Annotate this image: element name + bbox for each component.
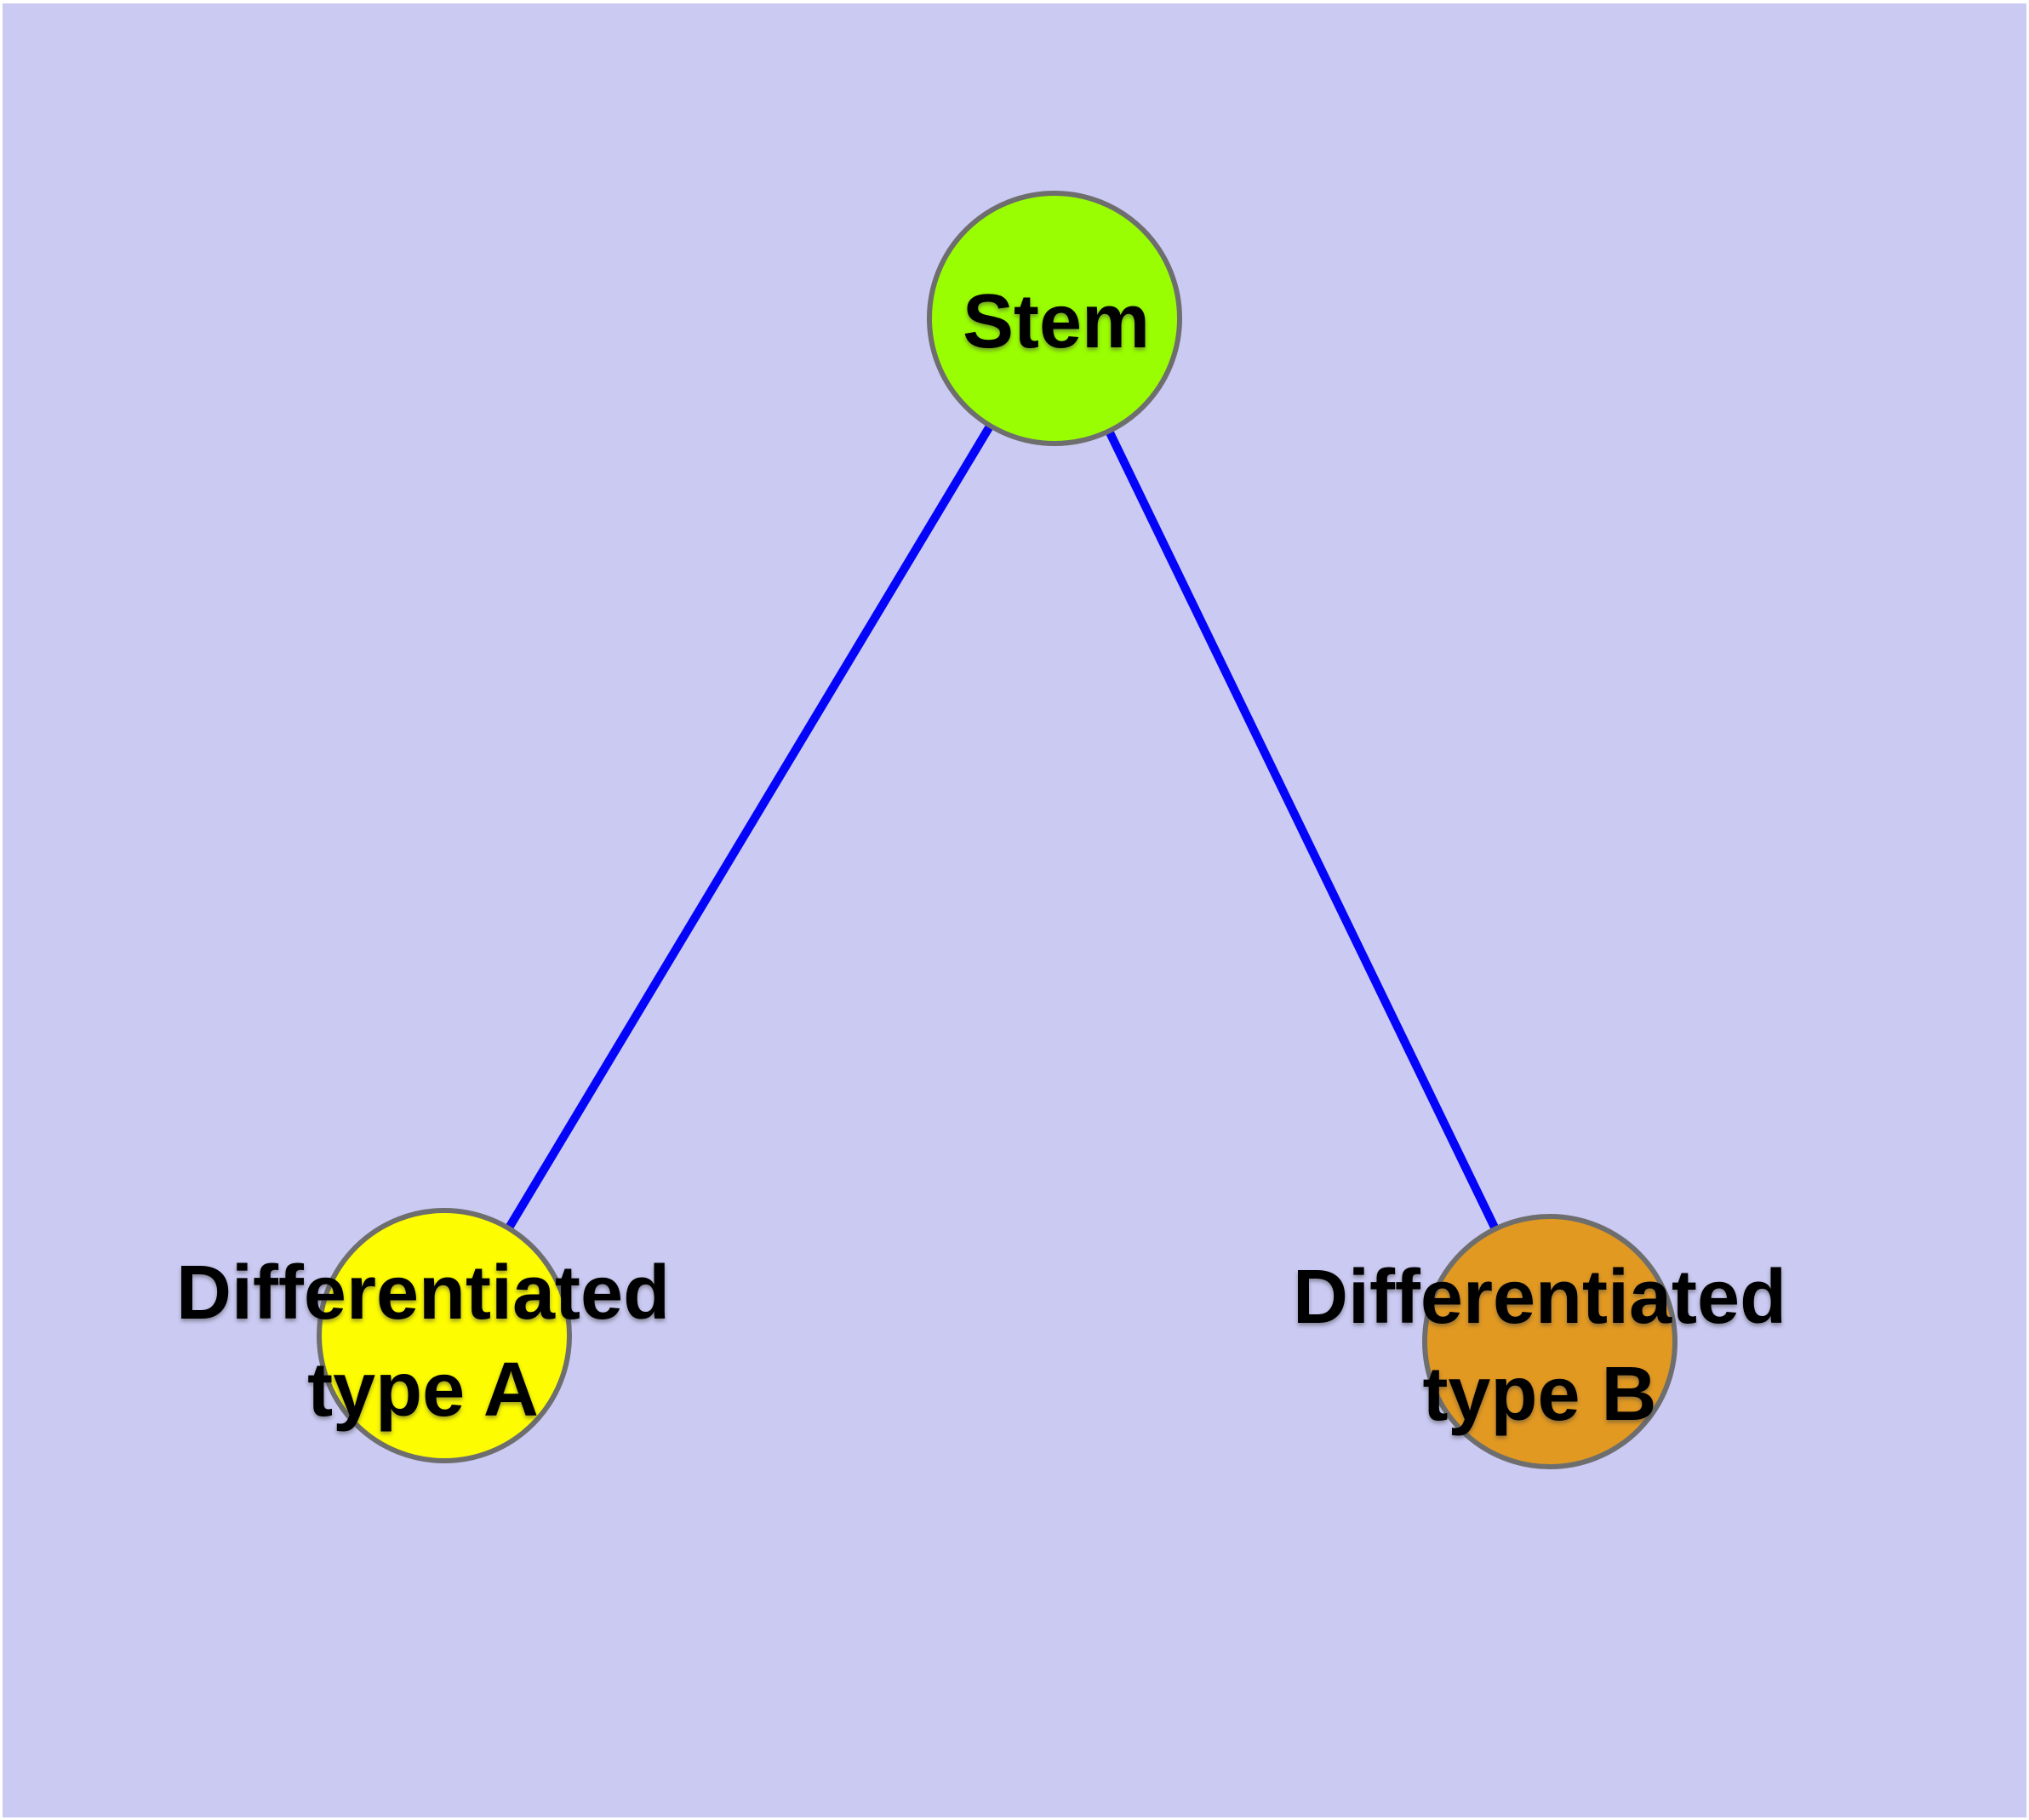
node-label-differentiated-type-a: Differentiated type A <box>175 1251 671 1433</box>
node-label-stem: Stem <box>962 279 1151 364</box>
node-label-differentiated-type-b: Differentiated type B <box>1292 1255 1787 1437</box>
node-differentiated-type-a <box>317 1208 572 1463</box>
graph-svg <box>317 191 1677 1469</box>
graph-canvas: Stem Differentiated type A Differentiate… <box>3 3 2026 1817</box>
edge-stem-to-type-b <box>1050 316 1554 1344</box>
node-differentiated-type-b <box>1422 1214 1677 1469</box>
edge-stem-to-type-a <box>440 316 1059 1338</box>
node-stem <box>927 191 1182 446</box>
